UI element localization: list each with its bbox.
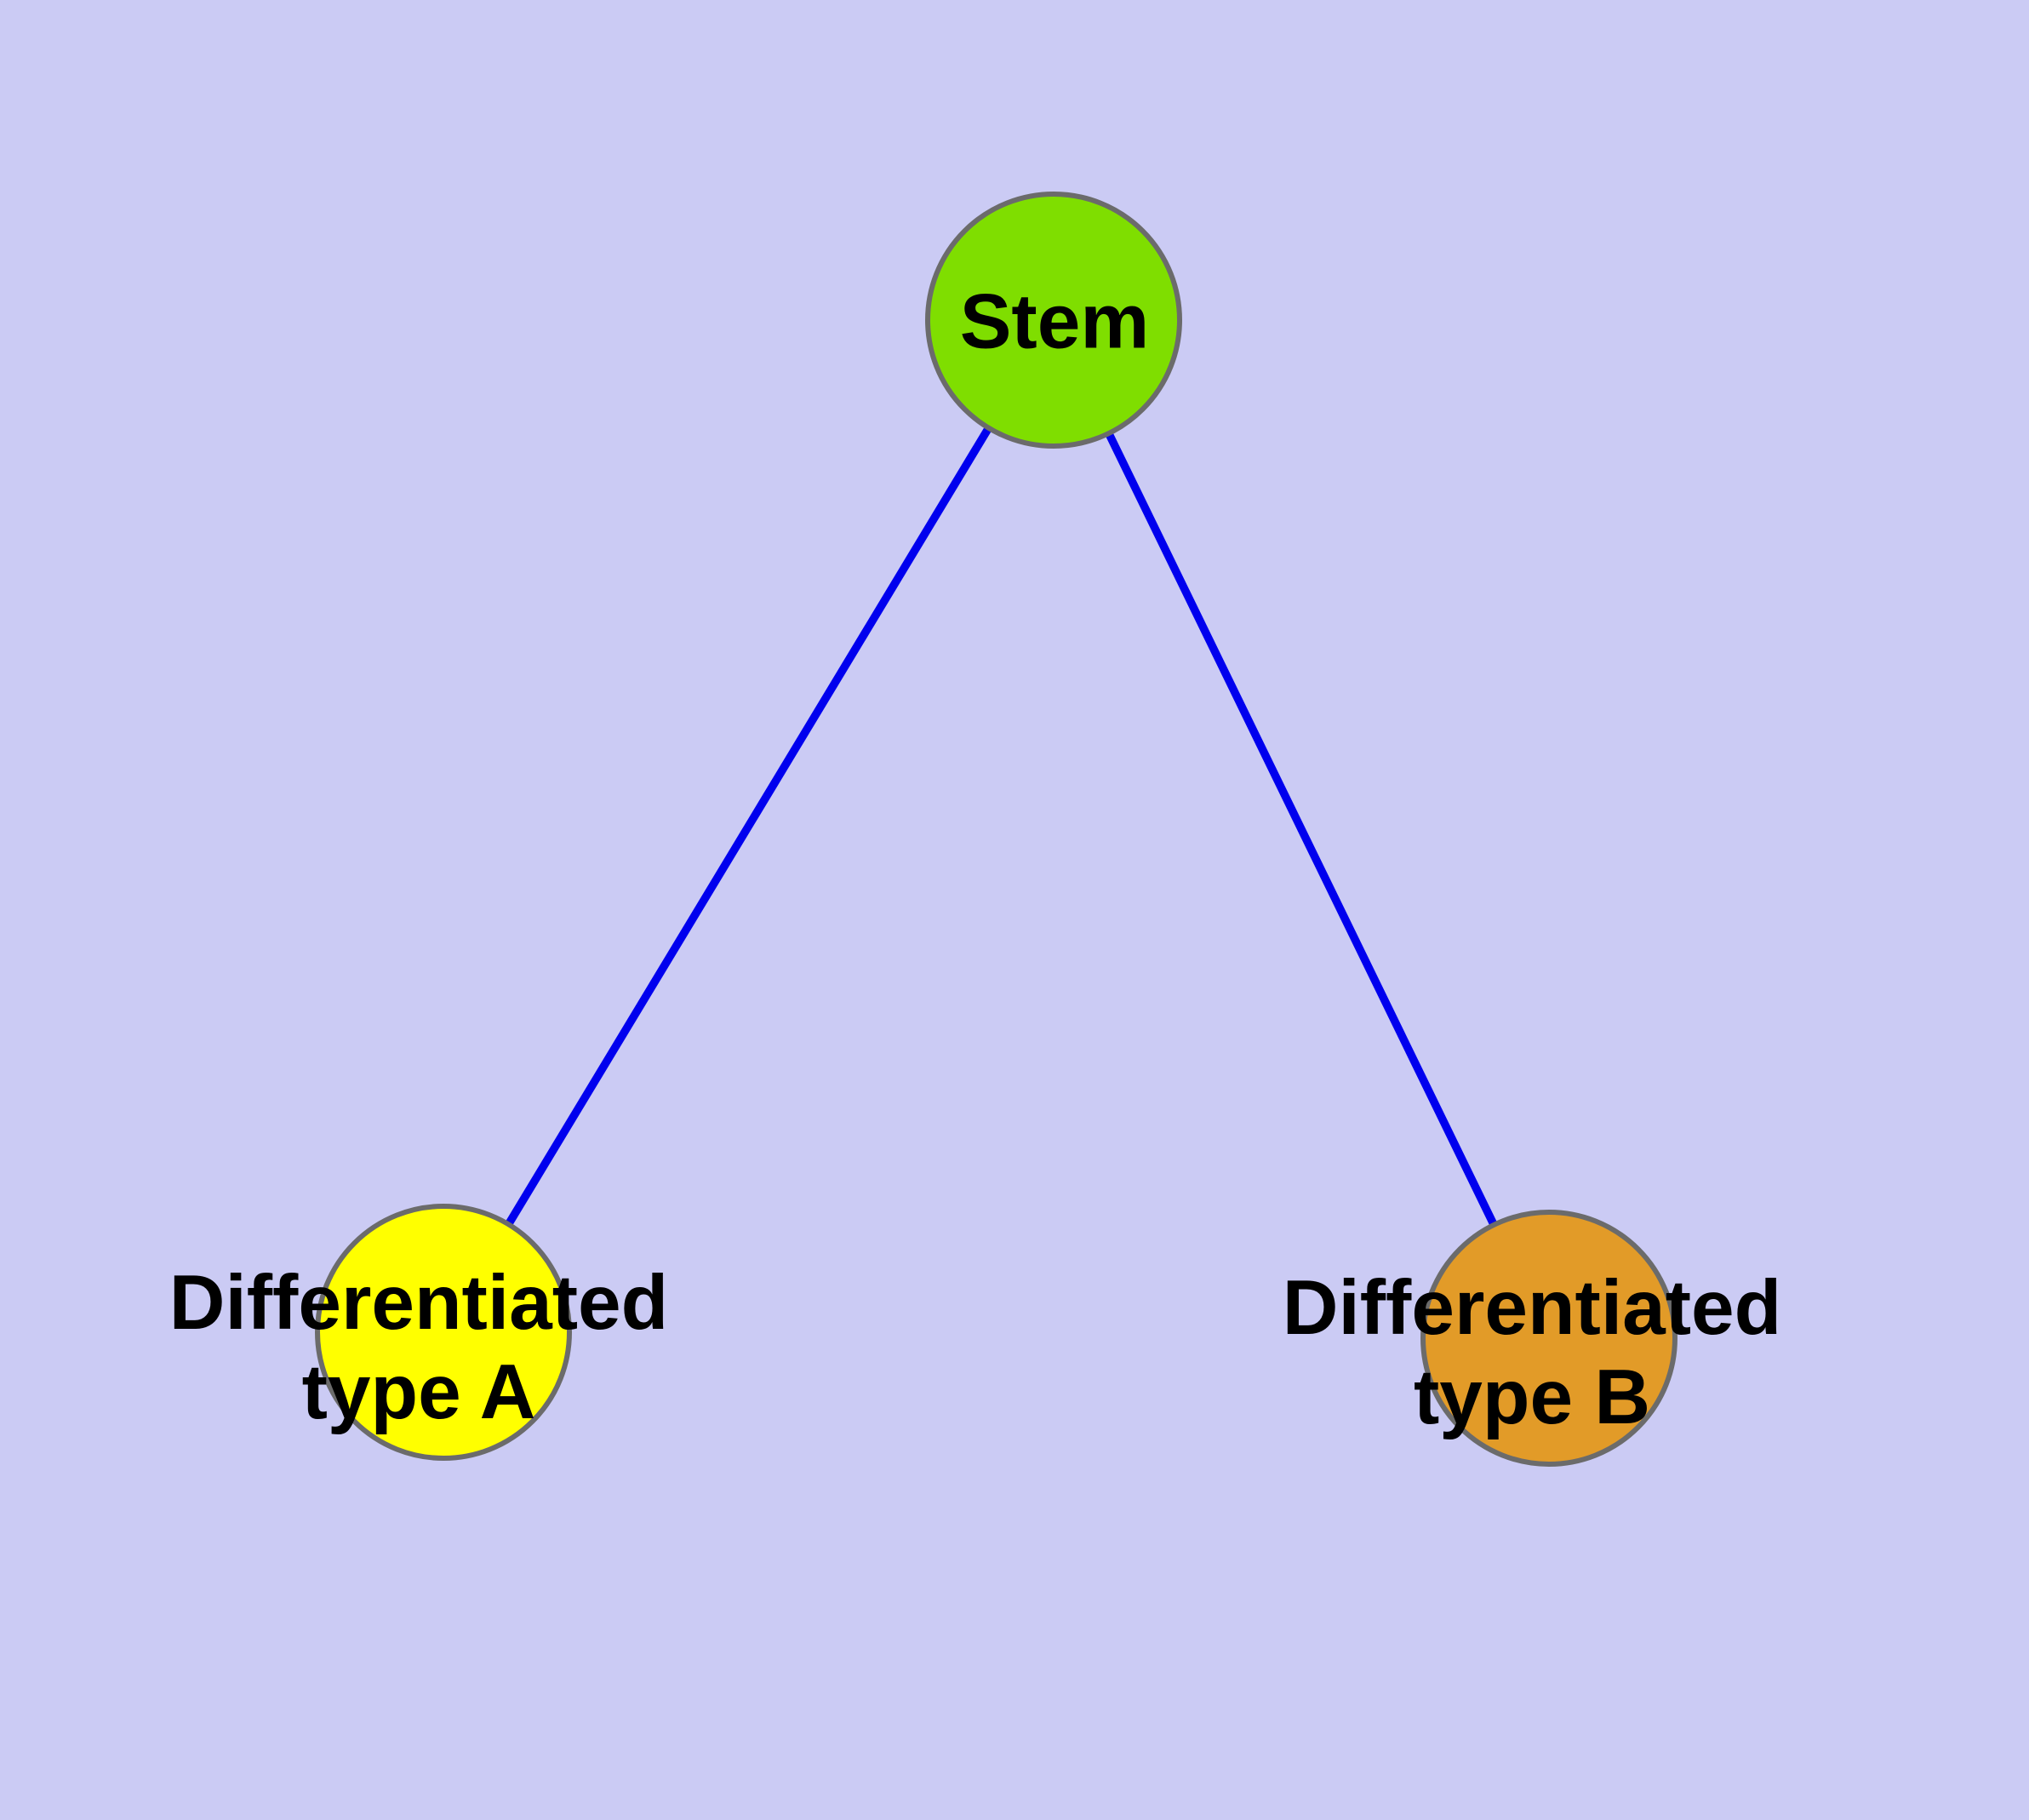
node-differentiated-type-b bbox=[1420, 1210, 1677, 1467]
edge-stem-to-type-a bbox=[439, 318, 1058, 1335]
edge-stem-to-type-b bbox=[1049, 318, 1553, 1341]
node-differentiated-type-a bbox=[315, 1204, 572, 1461]
node-stem bbox=[925, 192, 1182, 449]
